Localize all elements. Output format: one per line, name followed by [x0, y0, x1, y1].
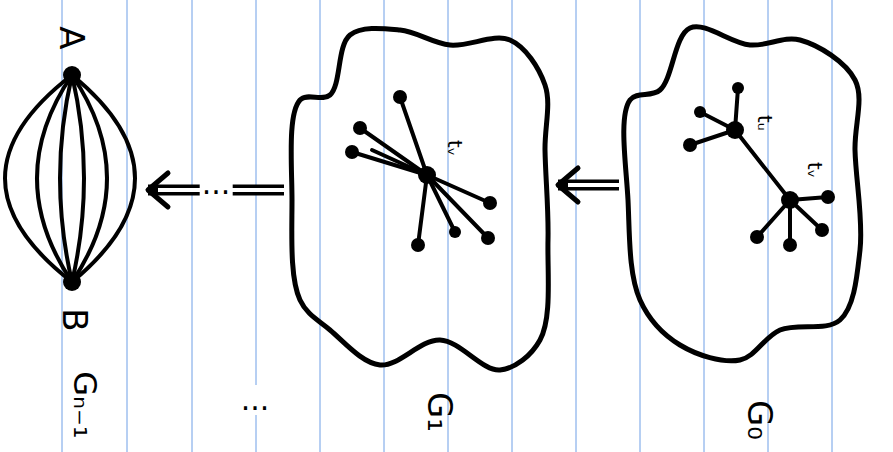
- graph-name: G₁: [423, 392, 457, 432]
- graph-name: Gₙ₋₁: [69, 371, 101, 438]
- vertex-label: A: [55, 26, 89, 49]
- blob-path: [291, 28, 548, 370]
- ellipsis-label: ...: [239, 385, 272, 415]
- lens-vertices: [63, 66, 81, 291]
- graph-region: G₁ tᵥ: [290, 28, 552, 448]
- blob-outline: [625, 25, 861, 450]
- blob-outline: [290, 28, 552, 448]
- edge-label: ...: [200, 169, 233, 199]
- arrow-head: [558, 168, 578, 202]
- vertex-label: tᵥ: [805, 162, 825, 178]
- vertex-label: tᵤ: [755, 115, 775, 131]
- vertex-label: B: [58, 308, 92, 331]
- star-g1-vertices: [345, 90, 497, 252]
- implication-arrow: [558, 168, 619, 202]
- graph-name: G₀: [743, 400, 777, 440]
- star-g1: [352, 97, 490, 245]
- graph-region: Gₙ₋₁ A B: [2, 20, 142, 445]
- arrow-head: [148, 173, 168, 207]
- stars-g0: [690, 88, 828, 245]
- stars-g0-vertices: [683, 82, 835, 252]
- graph-region: G₀ tᵤ tᵥ: [625, 25, 861, 450]
- ruled-lines: [62, 0, 832, 452]
- multi-edge-lens: [5, 75, 135, 282]
- double-arrow-shaft: [558, 180, 619, 191]
- blob-path: [624, 27, 861, 361]
- vertex-label: tᵥ: [445, 140, 465, 156]
- double-arrow-gap: [568, 183, 619, 187]
